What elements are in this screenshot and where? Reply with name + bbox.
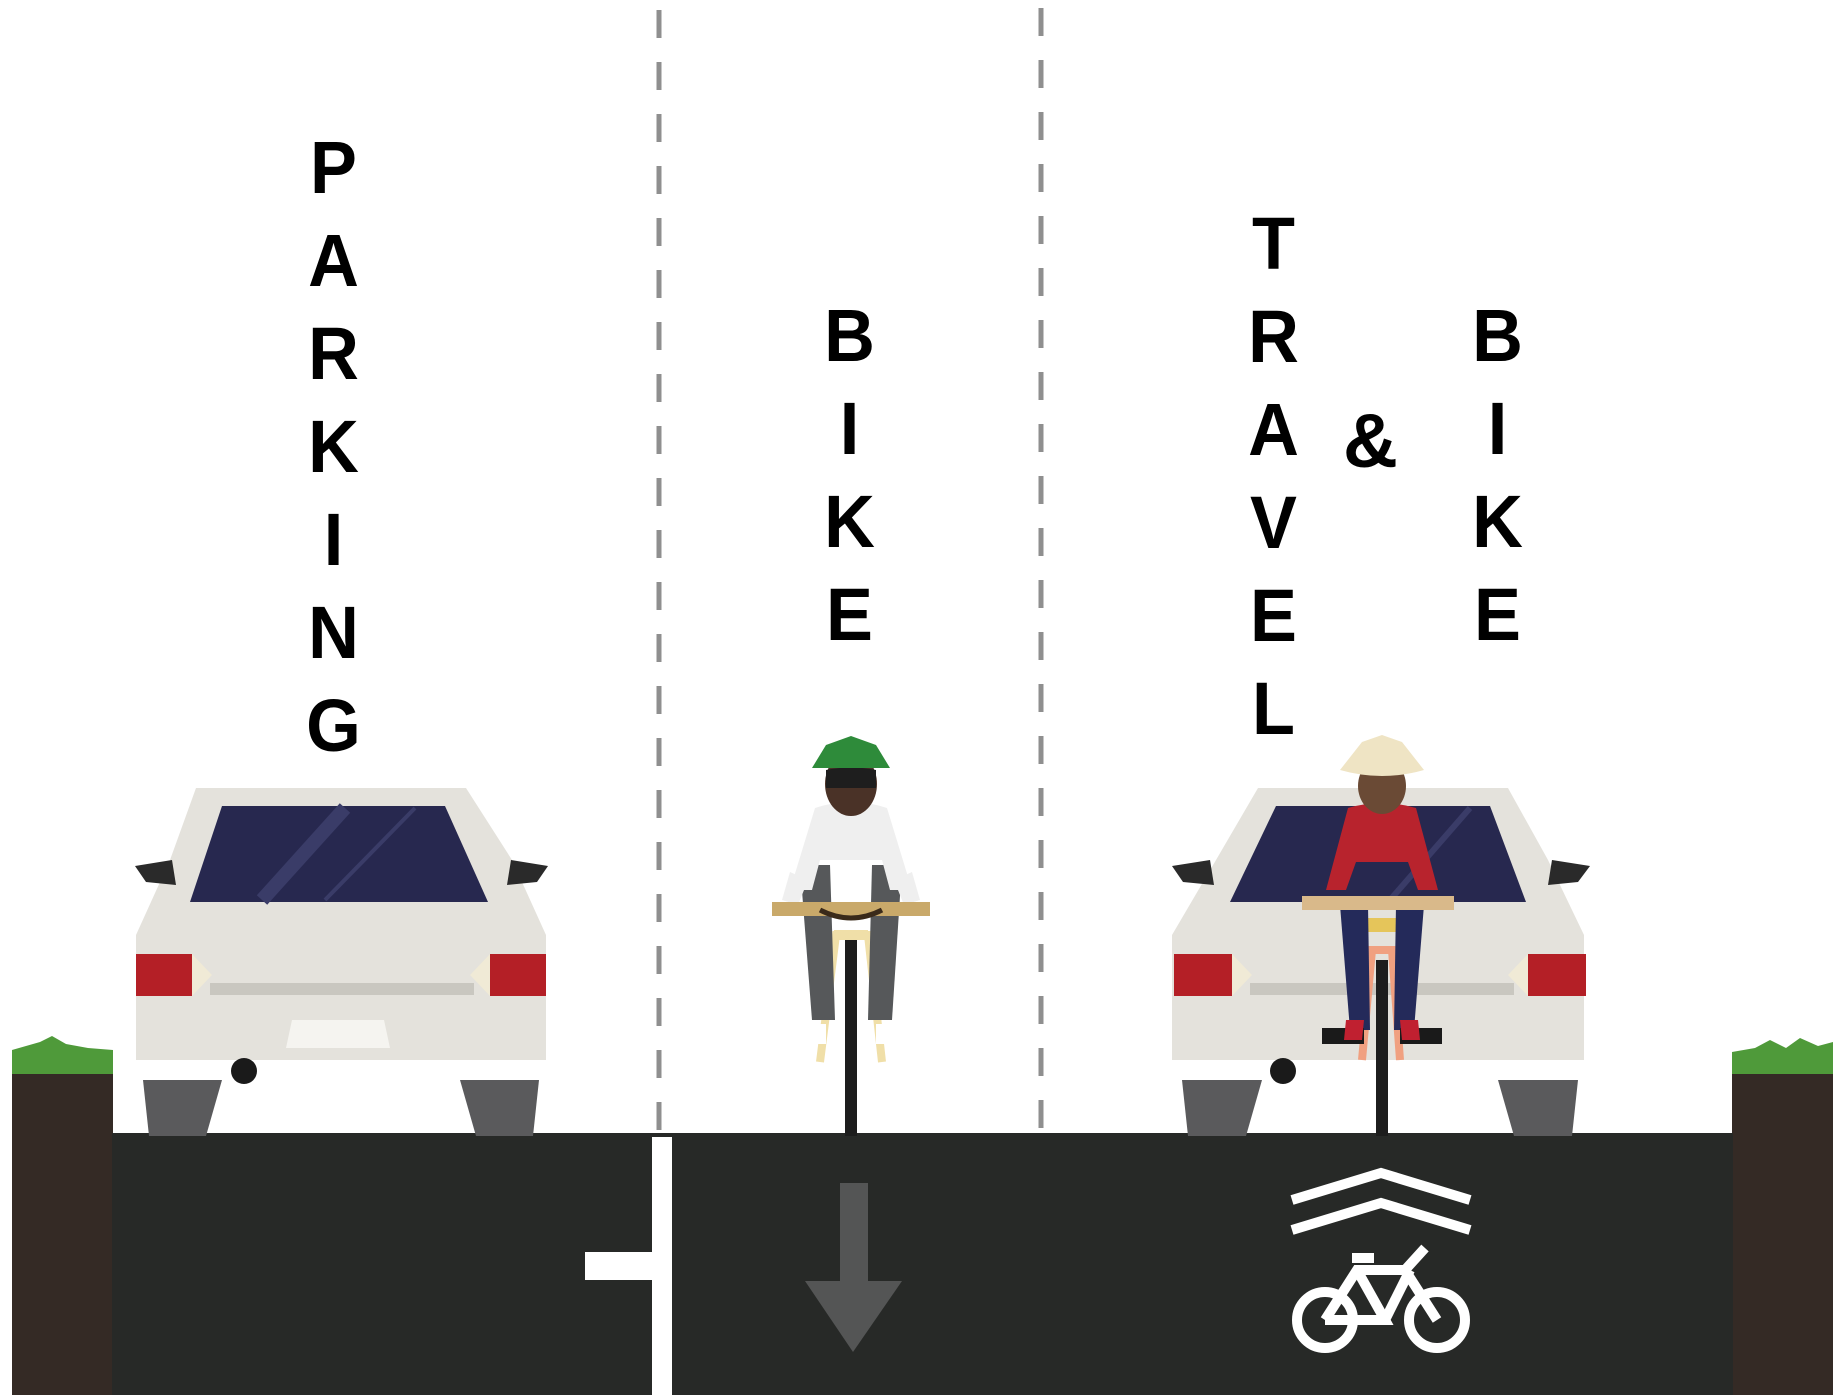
cyclist-bike-lane [772, 736, 930, 1136]
label-travel: TRAVEL [1236, 202, 1310, 760]
label-bike-lane-text: BIKE [814, 294, 884, 666]
label-bike-shared-text: BIKE [1462, 294, 1532, 666]
parked-car-left [135, 788, 548, 1136]
right-curb [1732, 1038, 1833, 1395]
label-parking-text: PARKING [298, 126, 368, 777]
left-curb [12, 1036, 113, 1395]
label-parking: PARKING [296, 126, 370, 777]
label-bike-lane: BIKE [812, 294, 886, 666]
road-surface [112, 1133, 1733, 1395]
label-travel-text: TRAVEL [1238, 202, 1308, 760]
label-ampersand: & [1343, 404, 1398, 480]
label-bike-shared: BIKE [1460, 294, 1534, 666]
